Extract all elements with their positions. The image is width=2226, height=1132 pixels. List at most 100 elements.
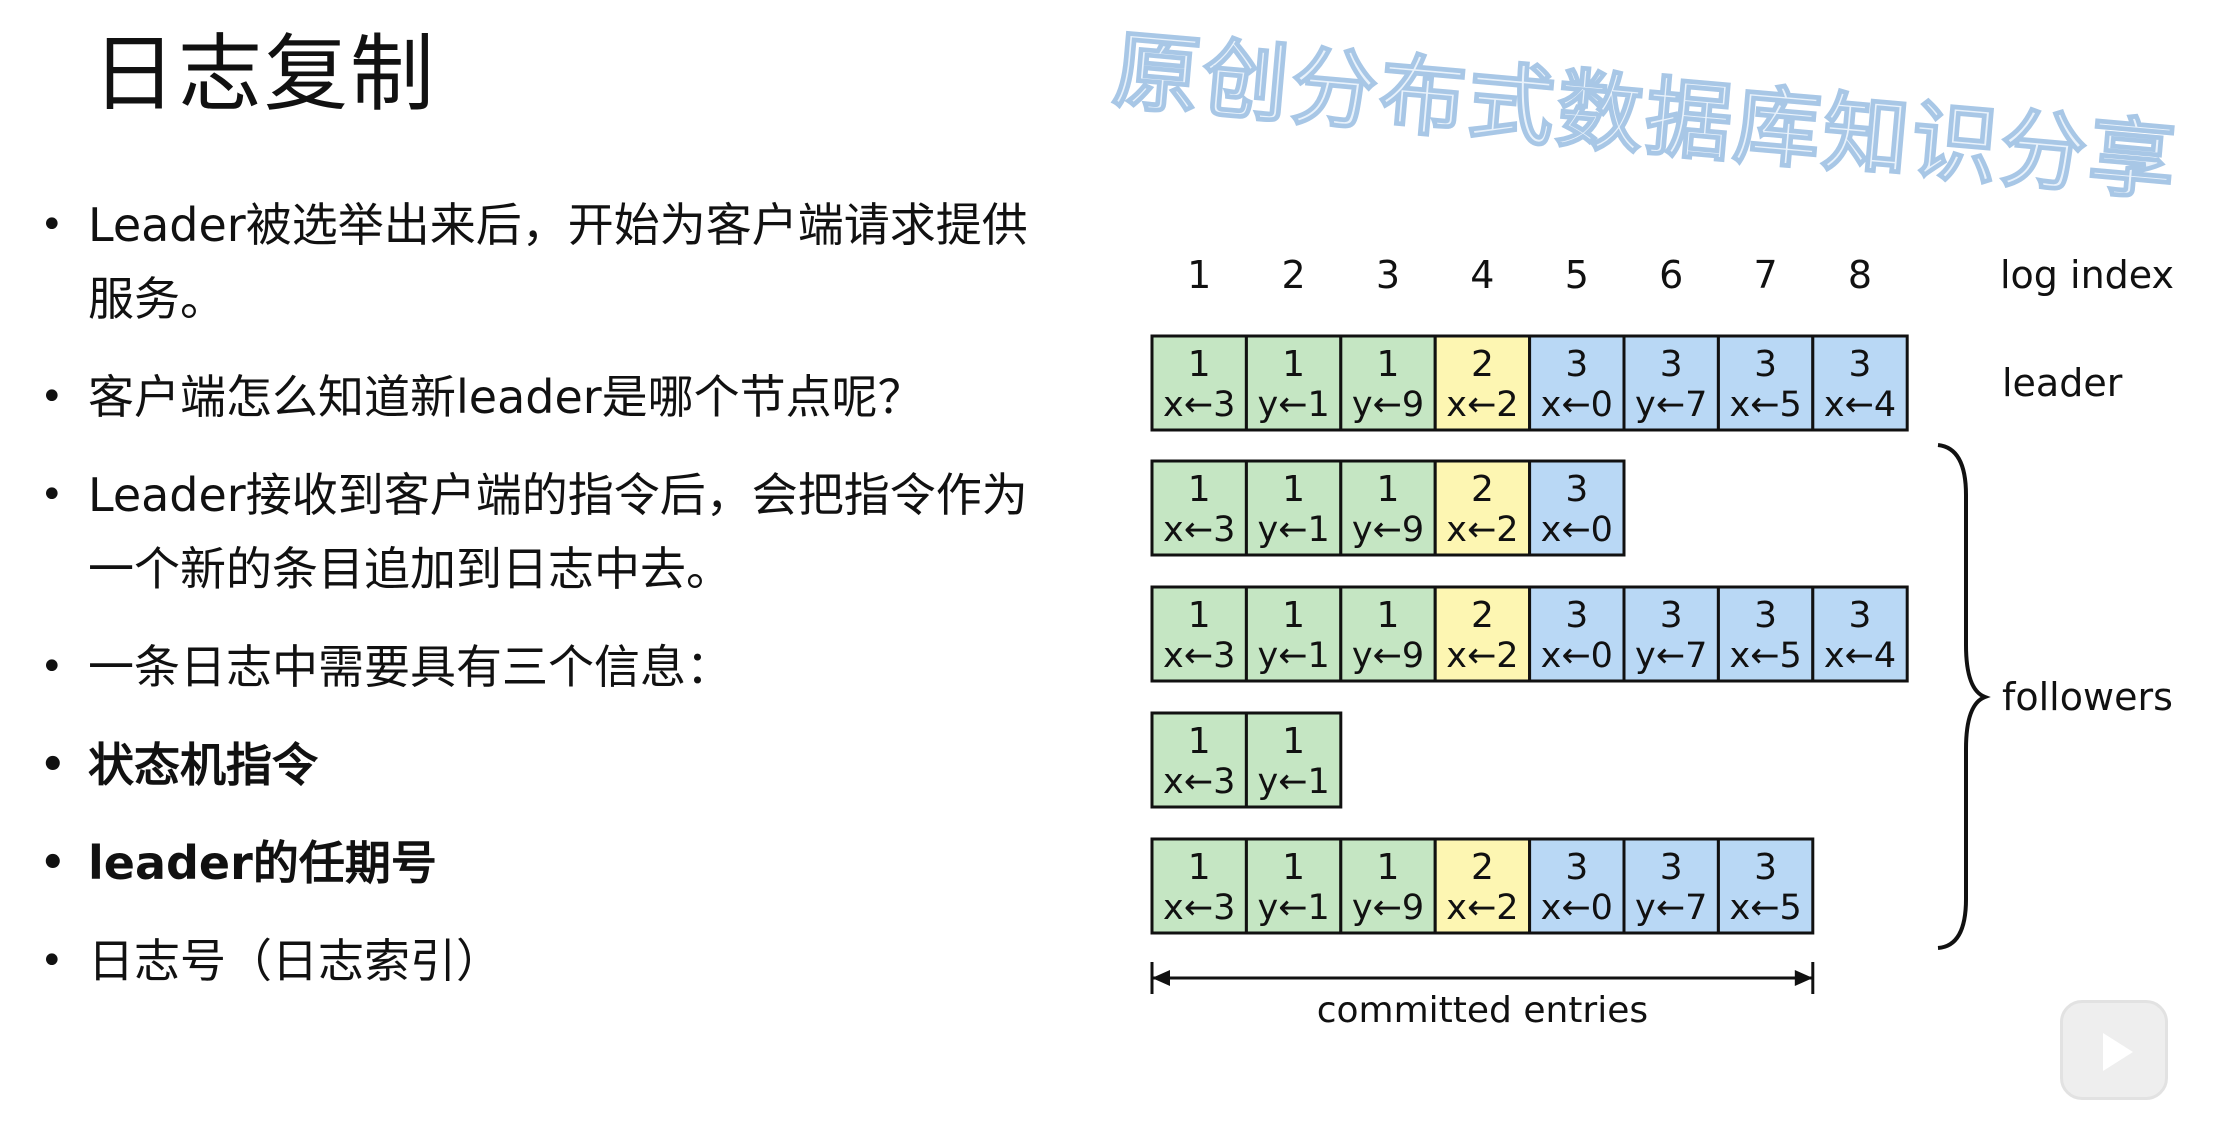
log-entry-term: 1: [1377, 595, 1400, 636]
log-entry-cell: [1622, 334, 1720, 432]
log-entry-term: 1: [1377, 469, 1400, 510]
log-entry-command: x←0: [1541, 636, 1613, 676]
log-entry-cell: [1244, 837, 1343, 935]
log-entry-command: x←4: [1824, 385, 1896, 425]
log-entry-cell: [1528, 334, 1626, 432]
log-entry-command: x←3: [1163, 510, 1235, 550]
log-entry-command: y←9: [1352, 385, 1424, 425]
log-entry-cell: [1339, 585, 1437, 683]
log-entry-cell: [1339, 837, 1437, 935]
log-index-number: 6: [1659, 253, 1683, 297]
log-entry-term: 3: [1565, 344, 1588, 385]
log-entry-command: x←0: [1541, 888, 1613, 928]
log-index-number: 3: [1376, 253, 1400, 297]
log-entry-cell: [1150, 585, 1248, 683]
log-entry-command: y←1: [1257, 762, 1329, 802]
log-entry-command: x←2: [1446, 510, 1518, 550]
log-entry-cell: [1244, 711, 1343, 809]
committed-arrow-head-left: [1152, 970, 1170, 986]
log-entry-cell: [1528, 585, 1626, 683]
log-index-number: 8: [1848, 253, 1872, 297]
followers-brace: [1937, 443, 1991, 950]
bullet-item: 状态机指令: [40, 728, 1070, 802]
log-entry-term: 1: [1282, 469, 1305, 510]
log-entry-command: x←0: [1541, 510, 1613, 550]
log-entry-cell: [1150, 711, 1248, 809]
log-entry-term: 3: [1849, 344, 1872, 385]
log-entry-command: x←2: [1446, 636, 1518, 676]
log-entry-cell: [1433, 837, 1532, 935]
log-entry-cell: [1811, 334, 1909, 432]
log-entry-command: y←9: [1352, 636, 1424, 676]
log-entry-term: 1: [1377, 344, 1400, 385]
log-entry-command: x←4: [1824, 636, 1896, 676]
log-entry-command: x←3: [1163, 636, 1235, 676]
log-entry-term: 3: [1660, 847, 1683, 888]
log-index-number: 1: [1187, 253, 1211, 297]
log-entry-command: y←1: [1257, 510, 1329, 550]
log-entry-command: y←1: [1257, 385, 1329, 425]
log-entry-command: x←5: [1729, 888, 1801, 928]
bullet-item: leader的任期号: [40, 826, 1070, 900]
log-entry-cell: [1716, 334, 1815, 432]
log-entry-cell: [1150, 459, 1248, 557]
log-index-number: 5: [1565, 253, 1589, 297]
bullet-item: 客户端怎么知道新leader是哪个节点呢？: [40, 360, 1070, 434]
log-entry-cell: [1339, 334, 1437, 432]
log-entry-term: 3: [1754, 344, 1777, 385]
log-index-number: 4: [1470, 253, 1494, 297]
log-entry-term: 2: [1471, 469, 1494, 510]
play-icon[interactable]: [2060, 1000, 2168, 1100]
log-entry-term: 1: [1188, 469, 1211, 510]
log-entry-cell: [1150, 837, 1248, 935]
log-entry-term: 1: [1282, 344, 1305, 385]
log-entry-term: 1: [1188, 721, 1211, 762]
log-entry-command: x←5: [1729, 636, 1801, 676]
log-entry-cell: [1339, 459, 1437, 557]
log-entry-term: 3: [1660, 344, 1683, 385]
log-entry-cell: [1622, 585, 1720, 683]
log-entry-cell: [1716, 585, 1815, 683]
log-entry-command: y←1: [1257, 636, 1329, 676]
log-entry-cell: [1811, 585, 1909, 683]
log-entry-command: x←2: [1446, 385, 1518, 425]
log-entry-cell: [1528, 459, 1626, 557]
committed-arrow-head-right: [1794, 970, 1813, 986]
log-entry-term: 2: [1471, 595, 1494, 636]
log-entry-term: 3: [1660, 595, 1683, 636]
log-entry-term: 3: [1754, 847, 1777, 888]
log-entry-command: y←7: [1635, 636, 1707, 676]
log-entry-command: y←9: [1352, 510, 1424, 550]
log-entry-command: x←3: [1163, 385, 1235, 425]
log-entry-term: 1: [1282, 847, 1305, 888]
log-index-number: 7: [1754, 253, 1778, 297]
log-entry-term: 2: [1471, 344, 1494, 385]
log-entry-term: 3: [1754, 595, 1777, 636]
log-entry-term: 3: [1849, 595, 1872, 636]
bullet-list: Leader被选举出来后，开始为客户端请求提供服务。客户端怎么知道新leader…: [40, 188, 1070, 1022]
log-entry-term: 3: [1565, 595, 1588, 636]
log-entry-cell: [1528, 837, 1626, 935]
log-entry-command: x←3: [1163, 888, 1235, 928]
log-entry-command: x←3: [1163, 762, 1235, 802]
slide-title: 日志复制: [92, 25, 437, 123]
log-entry-term: 2: [1471, 847, 1494, 888]
log-entry-term: 1: [1282, 721, 1305, 762]
log-entry-term: 1: [1188, 595, 1211, 636]
log-entry-term: 3: [1565, 847, 1588, 888]
bullet-item: Leader被选举出来后，开始为客户端请求提供服务。: [40, 188, 1070, 336]
log-index-number: 2: [1282, 253, 1306, 297]
log-entry-cell: [1244, 459, 1343, 557]
bullet-item: Leader接收到客户端的指令后，会把指令作为一个新的条目追加到日志中去。: [40, 458, 1070, 606]
bullet-item: 一条日志中需要具有三个信息：: [40, 630, 1070, 704]
log-entry-term: 3: [1565, 469, 1588, 510]
log-entry-term: 1: [1377, 847, 1400, 888]
log-entry-cell: [1433, 334, 1532, 432]
log-entry-cell: [1716, 837, 1815, 935]
log-index-label: log index: [2000, 253, 2174, 297]
log-entry-term: 1: [1188, 344, 1211, 385]
committed-entries-label: committed entries: [1317, 990, 1648, 1031]
leader-label: leader: [2002, 361, 2123, 405]
log-entry-term: 1: [1282, 595, 1305, 636]
